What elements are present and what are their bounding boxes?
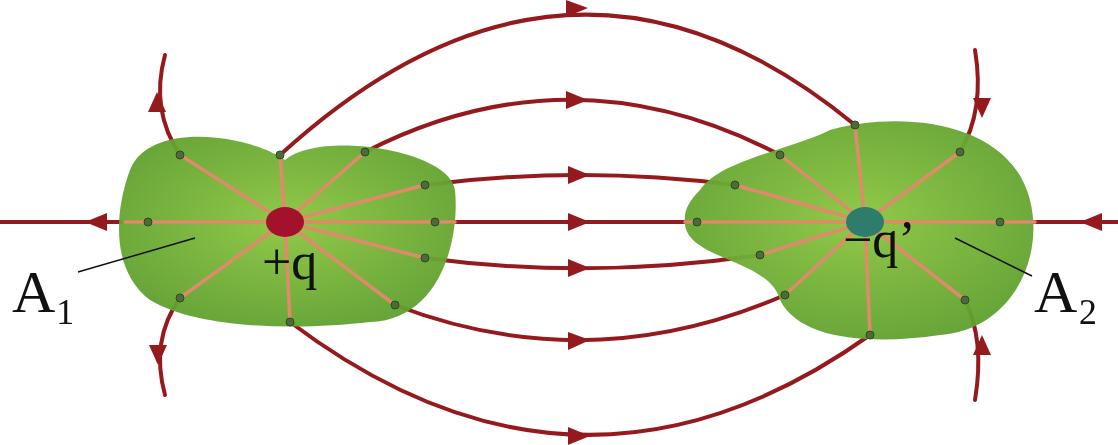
arrowheads [85,0,1102,445]
charge-label: +q [262,236,317,288]
surface-label: A₁ [12,262,76,322]
inner-field-lines [125,125,1035,335]
crossing-dots [144,121,1004,339]
gaussian-surface [685,121,1034,339]
positive-charge [266,207,304,237]
field-lines [0,15,1118,435]
charge-label: −q’ [843,214,916,266]
surface-label: A₂ [1034,262,1098,322]
gaussian-surface [119,137,456,327]
